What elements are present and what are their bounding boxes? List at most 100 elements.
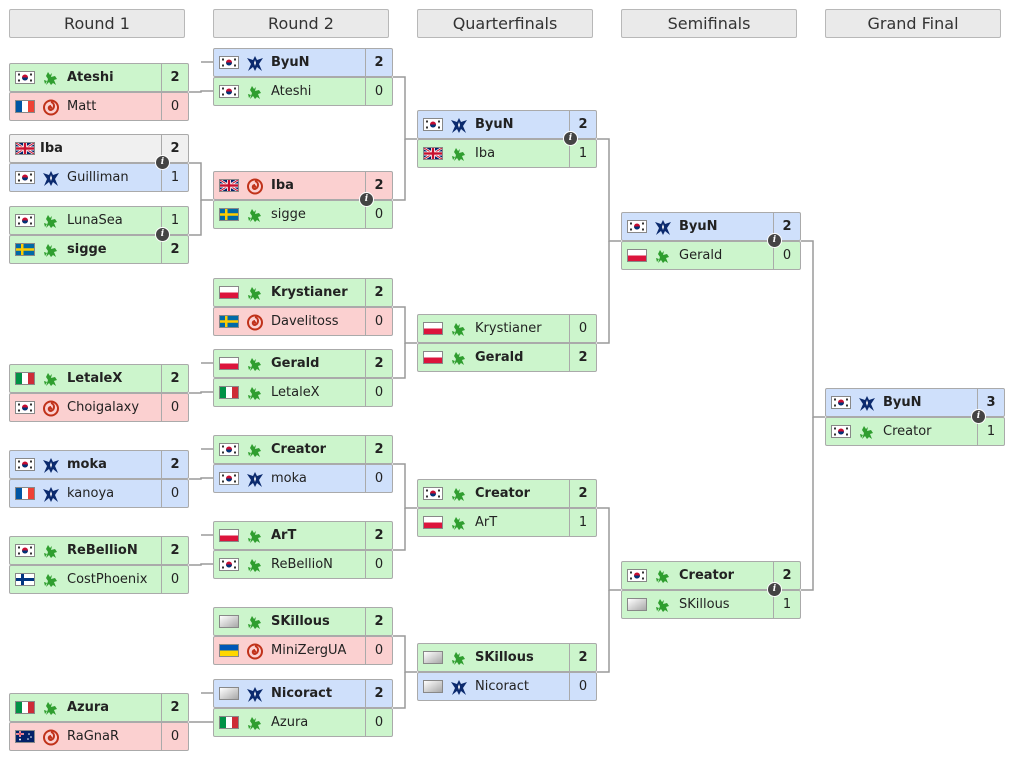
player-name[interactable]: ByuN xyxy=(883,395,922,410)
player-name[interactable]: RaGnaR xyxy=(67,729,120,744)
match-info-icon[interactable]: i xyxy=(971,409,986,424)
terran-icon xyxy=(42,457,60,474)
match-info-icon[interactable]: i xyxy=(767,582,782,597)
protoss-icon xyxy=(246,356,264,373)
zerg-icon xyxy=(42,99,60,116)
player-name[interactable]: Creator xyxy=(883,424,932,439)
player-name[interactable]: CostPhoenix xyxy=(67,572,148,587)
player-name[interactable]: Davelitoss xyxy=(271,314,339,329)
match-info-icon[interactable]: i xyxy=(155,227,170,242)
player-name[interactable]: LunaSea xyxy=(67,213,123,228)
player-score: 0 xyxy=(365,465,392,492)
player-name[interactable]: LetaleX xyxy=(271,385,320,400)
match-info-icon[interactable]: i xyxy=(767,233,782,248)
match-info-icon[interactable]: i xyxy=(155,155,170,170)
player-name[interactable]: Krystianer xyxy=(475,321,542,336)
player-slot[interactable]: ByuN 2 xyxy=(213,48,393,77)
player-name[interactable]: Iba xyxy=(271,178,294,193)
player-name[interactable]: kanoya xyxy=(67,486,115,501)
player-name[interactable]: Azura xyxy=(67,700,110,715)
player-name[interactable]: Choigalaxy xyxy=(67,400,140,415)
player-name[interactable]: Azura xyxy=(271,715,309,730)
player-slot[interactable]: Gerald 2 xyxy=(417,343,597,372)
player-name[interactable]: Krystianer xyxy=(271,285,348,300)
player-slot[interactable]: RaGnaR 0 xyxy=(9,722,189,751)
player-name[interactable]: sigge xyxy=(271,207,306,222)
flag-kr-icon xyxy=(219,472,239,485)
player-name[interactable]: sigge xyxy=(67,242,107,257)
player-name[interactable]: SKillous xyxy=(475,650,534,665)
player-name[interactable]: Guilliman xyxy=(67,170,129,185)
player-score: 0 xyxy=(365,379,392,406)
player-name[interactable]: Iba xyxy=(40,141,63,156)
player-name[interactable]: moka xyxy=(271,471,307,486)
player-name[interactable]: MiniZergUA xyxy=(271,643,347,658)
player-name[interactable]: SKillous xyxy=(679,597,730,612)
player-name[interactable]: ReBellioN xyxy=(271,557,333,572)
player-score: 1 xyxy=(569,140,596,167)
player-score: 0 xyxy=(161,723,188,750)
player-name[interactable]: LetaleX xyxy=(67,371,123,386)
player-name[interactable]: ArT xyxy=(271,528,297,543)
player-name[interactable]: Gerald xyxy=(679,248,723,263)
player-name[interactable]: Creator xyxy=(679,568,735,583)
player-name[interactable]: ArT xyxy=(475,515,498,530)
player-score: 2 xyxy=(365,49,392,76)
player-name[interactable]: Ateshi xyxy=(67,70,114,85)
player-slot[interactable]: SKillous 2 xyxy=(417,643,597,672)
player-name[interactable]: SKillous xyxy=(271,614,330,629)
player-score: 0 xyxy=(569,673,596,700)
flag-fr-icon xyxy=(15,487,35,500)
player-name[interactable]: Gerald xyxy=(475,350,524,365)
match-info-icon[interactable]: i xyxy=(359,192,374,207)
player-slot[interactable]: LetaleX 0 xyxy=(213,378,393,407)
player-score: 2 xyxy=(569,344,596,371)
player-score: 2 xyxy=(569,644,596,671)
player-name[interactable]: ReBellioN xyxy=(67,543,138,558)
match-info-icon[interactable]: i xyxy=(563,131,578,146)
player-name[interactable]: Nicoract xyxy=(475,679,529,694)
player-name[interactable]: Creator xyxy=(475,486,531,501)
player-score: 0 xyxy=(161,93,188,120)
player-name[interactable]: ByuN xyxy=(679,219,718,234)
player-name[interactable]: ByuN xyxy=(475,117,514,132)
player-slot[interactable]: moka 0 xyxy=(213,464,393,493)
protoss-icon xyxy=(246,528,264,545)
player-name[interactable]: Ateshi xyxy=(271,84,312,99)
player-slot[interactable]: Matt 0 xyxy=(9,92,189,121)
player-name[interactable]: Gerald xyxy=(271,356,320,371)
player-name[interactable]: Matt xyxy=(67,99,97,114)
player-name[interactable]: ByuN xyxy=(271,55,310,70)
player-name[interactable]: Iba xyxy=(475,146,496,161)
player-name[interactable]: moka xyxy=(67,457,107,472)
player-name[interactable]: Nicoract xyxy=(271,686,333,701)
player-slot[interactable]: Nicoract 0 xyxy=(417,672,597,701)
player-name[interactable]: Creator xyxy=(271,442,327,457)
